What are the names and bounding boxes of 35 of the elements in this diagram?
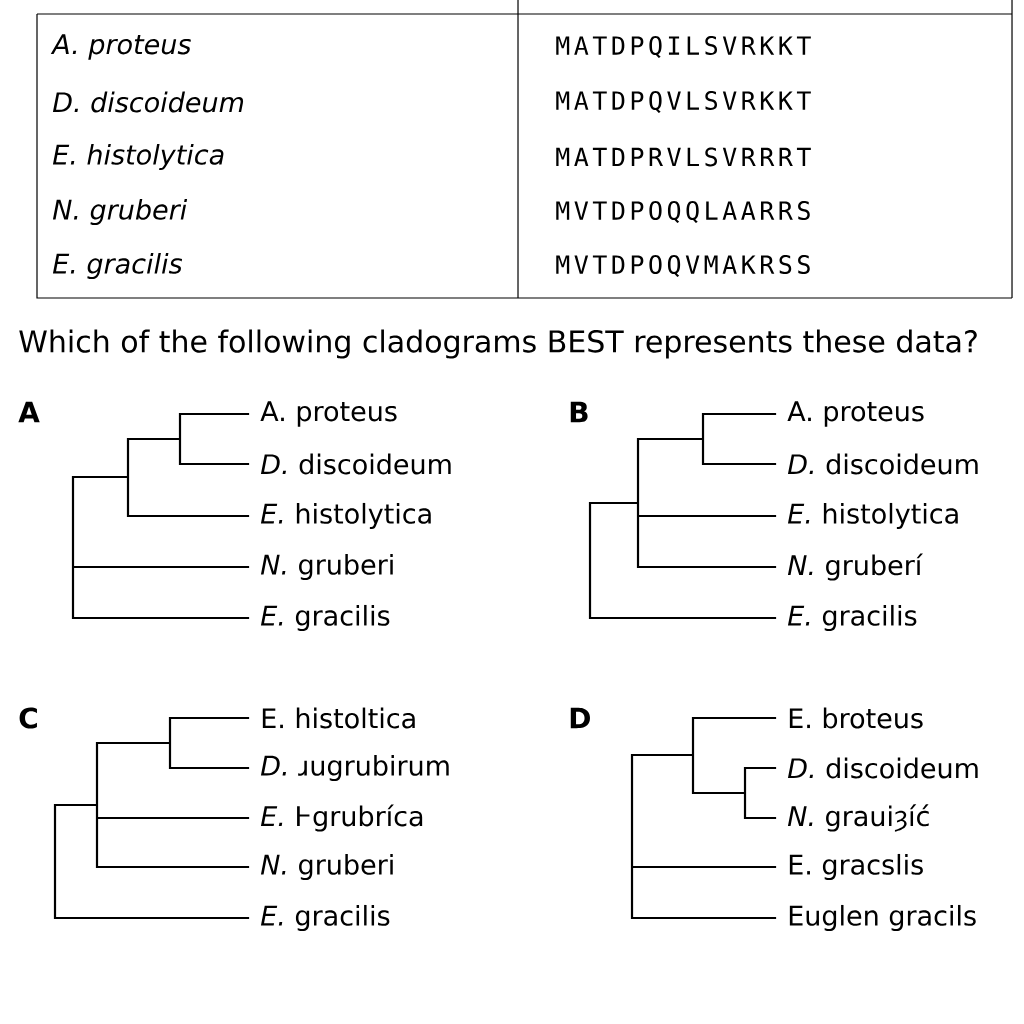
taxon-label: Euglen gracils	[789, 904, 976, 932]
taxon-label: D. discoideum	[260, 453, 451, 475]
sequence-text: MATDPQVLSVRKKT	[556, 91, 811, 113]
panel-letter: A	[18, 401, 40, 423]
taxon-label: N. gruberi	[260, 853, 393, 881]
taxon-label: N. gruberí	[787, 553, 923, 581]
question-text: Which of the following cladograms BEST represents these data?	[19, 329, 977, 359]
sequence-text: MATDPQILSVRKKT	[556, 36, 811, 58]
taxon-label: D. discoideum	[787, 453, 978, 475]
taxon-label: E. histoltica	[262, 707, 415, 729]
species-name: D. discoideum	[52, 91, 244, 113]
taxon-label: E. gracslis	[789, 853, 923, 881]
taxon-label: E. broteus	[789, 707, 923, 729]
taxon-label: E. gracilis	[260, 604, 390, 632]
species-name: A. proteus	[50, 34, 191, 60]
taxon-label: E. histolytica	[260, 502, 431, 530]
taxon-label: E. histolytica	[787, 502, 958, 530]
taxon-label: E. gracilis	[787, 604, 917, 632]
panel-letter: C	[19, 707, 37, 729]
taxon-label: E. gracilis	[260, 904, 390, 932]
taxon-label: D. ɹugrubirum	[260, 754, 449, 782]
sequence-text: MATDPRVLSVRRRT	[556, 147, 811, 167]
taxon-label: N. grauiȝíć	[787, 804, 929, 832]
panel-letter: D	[570, 707, 590, 729]
species-name: N. gruberi	[52, 198, 188, 226]
taxon-label: E. Ⱶgrubríca	[260, 804, 423, 832]
taxon-label: A. proteus	[787, 401, 924, 427]
species-name: E. histolytica	[52, 143, 224, 171]
panel-letter: B	[570, 401, 588, 423]
sequence-text: MVTDPOQVMAKRSS	[556, 255, 810, 277]
species-name: E. gracilis	[52, 252, 183, 280]
taxon-label: N. gruberi	[260, 553, 393, 581]
taxon-label: A. proteus	[260, 401, 397, 427]
sequence-text: MVTDPOQQLAARRS	[556, 201, 810, 223]
taxon-label: D. discoideum	[787, 757, 978, 779]
